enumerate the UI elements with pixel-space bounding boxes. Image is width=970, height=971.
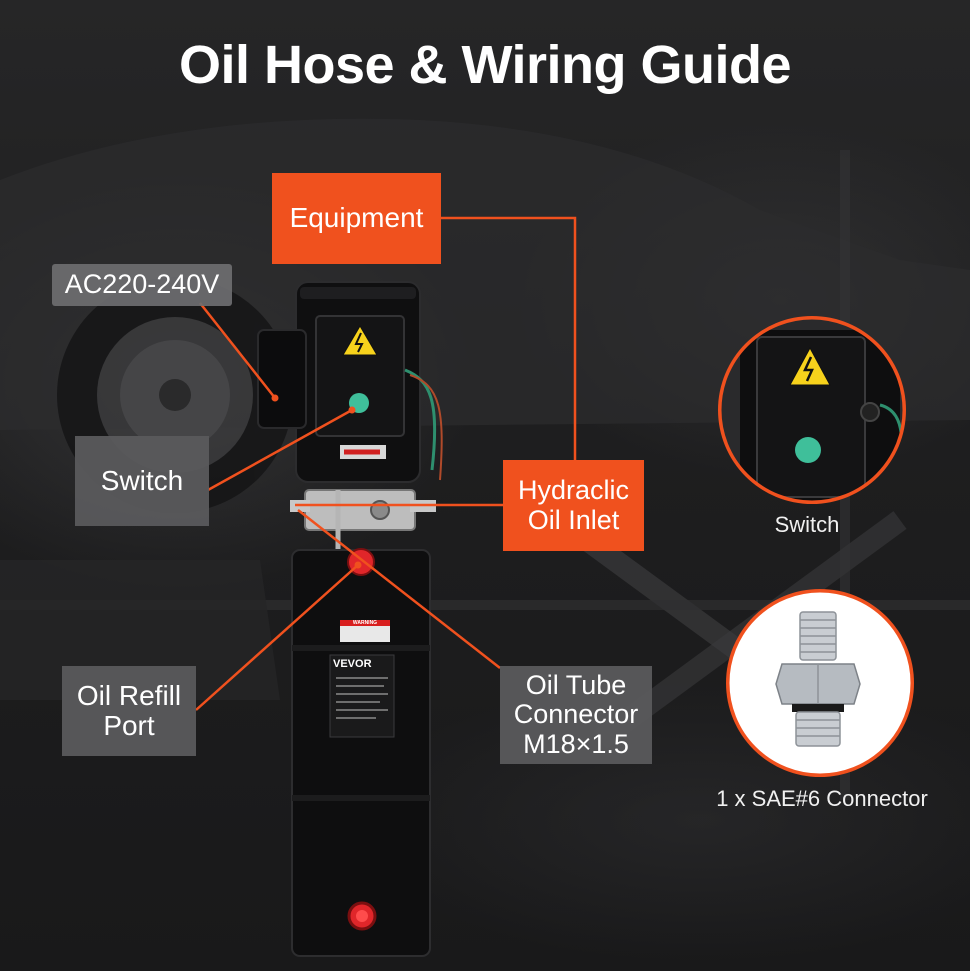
car-wheel-left <box>57 277 293 513</box>
warning-sticker-label: WARNING <box>352 620 378 626</box>
callout-voltage-label: AC220-240V <box>64 269 220 300</box>
dot-switch <box>348 406 356 414</box>
callout-equipment: Equipment <box>272 173 441 264</box>
sae6-connector-icon <box>775 611 861 747</box>
dot-oil-refill <box>354 561 362 569</box>
line-equipment <box>441 216 577 462</box>
callout-oil-tube-label: Oil Tube Connector M18×1.5 <box>513 670 639 759</box>
callout-oil-refill-label: Oil Refill Port <box>76 679 182 741</box>
line-voltage <box>199 302 276 399</box>
dot-voltage <box>271 394 279 402</box>
callout-oil-inlet-label: Hydraclic Oil Inlet <box>517 475 630 535</box>
connector-inset-caption: 1 x SAE#6 Connector <box>716 786 928 811</box>
line-switch <box>207 408 353 492</box>
callout-switch-label: Switch <box>100 464 184 496</box>
brand-label: VEVOR <box>333 658 372 670</box>
line-oil-tube <box>297 509 501 669</box>
line-oil-refill <box>195 564 359 711</box>
callout-voltage: AC220-240V <box>52 264 232 306</box>
callout-oil-refill: Oil Refill Port <box>62 666 196 756</box>
callout-oil-tube: Oil Tube Connector M18×1.5 <box>500 666 652 764</box>
callout-oil-inlet: Hydraclic Oil Inlet <box>503 460 644 551</box>
callout-switch: Switch <box>75 436 209 526</box>
page-title: Oil Hose & Wiring Guide <box>178 35 792 95</box>
callout-equipment-label: Equipment <box>289 202 424 234</box>
switch-inset-caption: Switch <box>774 512 840 537</box>
